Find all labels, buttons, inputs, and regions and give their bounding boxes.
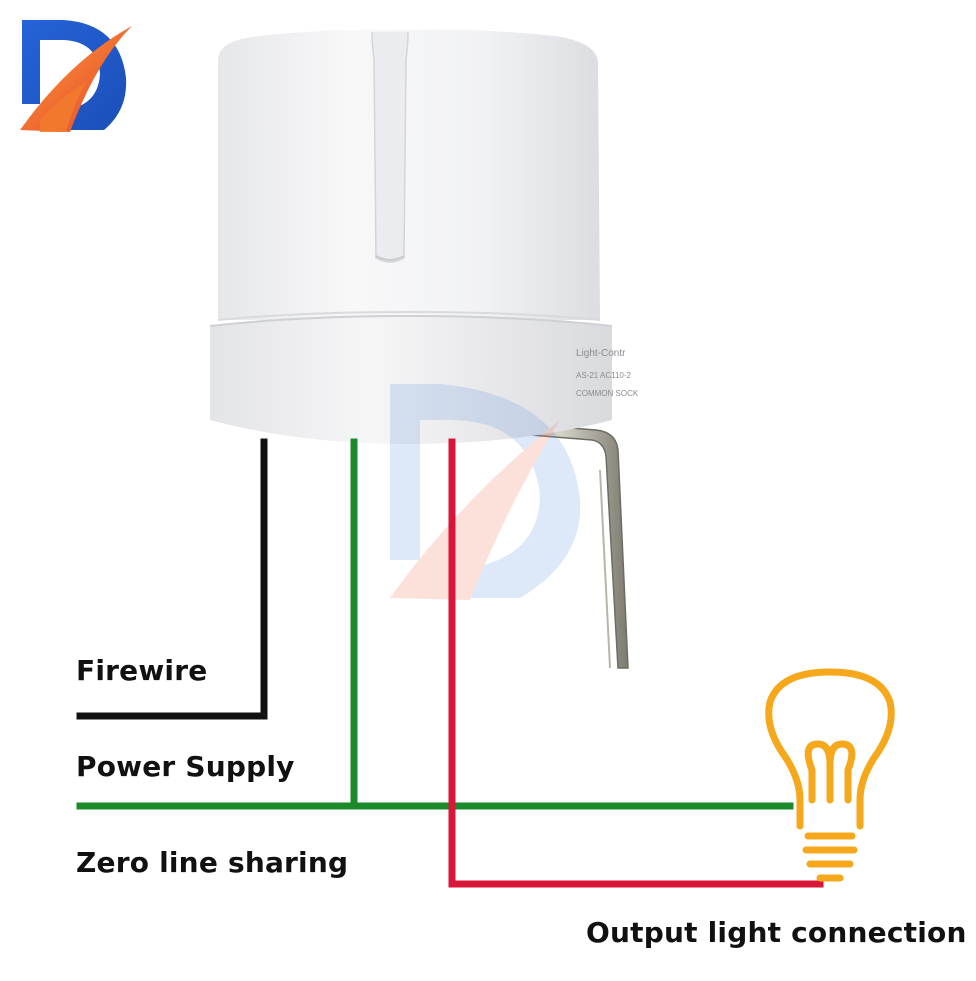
zero-line-label: Zero line sharing bbox=[76, 846, 349, 879]
red-wire bbox=[448, 438, 824, 888]
wires bbox=[76, 438, 824, 888]
sensor-label-line3: COMMON SOCK bbox=[576, 389, 639, 398]
brand-d-logo bbox=[20, 20, 132, 132]
sensor-label-line2: AS-21 AC110-2 bbox=[576, 371, 632, 380]
power-supply-label: Power Supply bbox=[76, 750, 295, 783]
output-light-label: Output light connection bbox=[586, 916, 967, 949]
light-bulb-icon bbox=[765, 668, 895, 882]
black-wire bbox=[76, 438, 268, 720]
photocell-sensor: Light-Contr AS-21 AC110-2 COMMON SOCK bbox=[209, 29, 639, 669]
sensor-label-line1: Light-Contr bbox=[576, 348, 626, 359]
firewire-label: Firewire bbox=[76, 654, 208, 687]
brand-d-watermark bbox=[390, 384, 581, 600]
